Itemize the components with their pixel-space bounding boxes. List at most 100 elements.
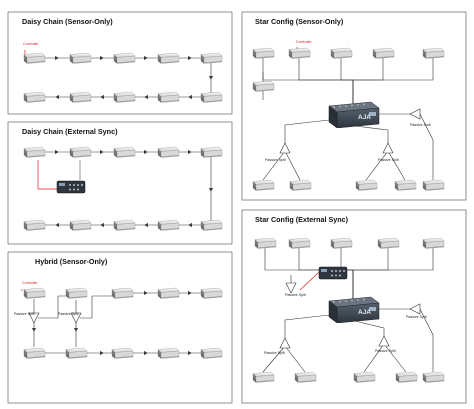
splitter-label-star-2: Passive Split xyxy=(378,158,399,162)
sync-cable xyxy=(352,248,434,299)
camera-sensor-icon xyxy=(157,219,180,231)
arrowhead xyxy=(188,222,192,228)
camera-sensor-icon xyxy=(200,91,223,103)
arrowhead xyxy=(188,55,192,61)
camera-sensor-icon xyxy=(200,287,223,299)
camera-sensor-icon xyxy=(69,219,92,231)
camera-sensor-icon xyxy=(157,347,180,359)
arrowhead xyxy=(144,149,148,155)
arrowhead xyxy=(144,350,148,356)
camera-sensor-icon xyxy=(23,52,46,64)
arrowhead xyxy=(31,328,37,332)
passive-split-triangle-icon xyxy=(382,142,394,154)
sync-cable xyxy=(363,343,385,373)
camera-sensor-icon xyxy=(111,287,134,299)
camera-sensor-icon xyxy=(200,219,223,231)
camera-sensor-icon xyxy=(252,47,275,59)
camera-sensor-icon xyxy=(252,179,275,191)
camera-sensor-icon xyxy=(422,237,445,249)
splitter-label-hybrid-2: Passive Split xyxy=(58,312,79,316)
camera-sensor-icon xyxy=(69,52,92,64)
camera-sensor-icon xyxy=(422,371,445,383)
sync-cable xyxy=(262,150,286,181)
camera-sensor-icon xyxy=(353,371,376,383)
arrowhead xyxy=(100,94,104,100)
arrowhead xyxy=(208,188,214,192)
sync-cable xyxy=(284,150,301,181)
title-star-sensor: Star Config (Sensor-Only) xyxy=(255,17,344,26)
sync-cable xyxy=(383,343,407,373)
aja-distribution-amplifier-icon xyxy=(328,296,380,323)
arrowhead xyxy=(188,94,192,100)
camera-sensor-icon xyxy=(355,179,378,191)
title-daisy-sensor: Daisy Chain (Sensor-Only) xyxy=(22,17,113,26)
aja-distribution-amplifier-icon xyxy=(328,101,380,128)
passive-split-triangle-icon xyxy=(279,142,291,154)
camera-sensor-icon xyxy=(252,371,275,383)
camera-sensor-icon xyxy=(113,52,136,64)
camera-sensor-icon xyxy=(69,146,92,158)
labels-layer: Daisy Chain (Sensor-Only) Controller Dai… xyxy=(14,17,431,355)
camera-sensor-icon xyxy=(113,91,136,103)
camera-sensor-icon xyxy=(330,237,353,249)
camera-sensor-icon xyxy=(157,287,180,299)
splitter-label-star-3: Passive Split xyxy=(410,123,431,127)
splitter-label-starx-2: Passive Split xyxy=(264,351,285,355)
passive-split-triangle-icon xyxy=(409,108,421,120)
sync-cable xyxy=(80,295,112,319)
splitter-label-starx-4: Passive Split xyxy=(406,315,427,319)
camera-sensor-icon xyxy=(23,91,46,103)
passive-split-triangle-icon xyxy=(28,312,40,324)
controller-label-daisy: Controller xyxy=(23,42,39,46)
camera-sensor-icon xyxy=(394,179,417,191)
splitter-label-starx-1: Passive Split xyxy=(285,293,306,297)
camera-sensor-icon xyxy=(200,52,223,64)
arrowhead xyxy=(100,149,104,155)
panel-hybrid xyxy=(7,251,233,404)
camera-sensor-icon xyxy=(200,347,223,359)
arrowhead xyxy=(188,149,192,155)
sync-cable xyxy=(419,113,434,180)
arrowhead xyxy=(144,55,148,61)
hub-logo: AJA xyxy=(358,114,371,121)
arrowhead xyxy=(144,222,148,228)
camera-sensor-icon xyxy=(23,347,46,359)
sync-cable xyxy=(284,314,330,340)
sync-cable xyxy=(284,345,306,373)
camera-sensor-icon xyxy=(69,91,92,103)
camera-sensor-icon xyxy=(111,347,134,359)
hub-logo: AJA xyxy=(358,309,371,316)
splitter-label-starx-3: Passive Split xyxy=(375,349,396,353)
controller-wire xyxy=(37,160,58,190)
arrowhead xyxy=(55,94,59,100)
camera-sensor-icon xyxy=(157,52,180,64)
passive-split-triangle-icon xyxy=(70,312,82,324)
splitter-label-star-1: Passive Split xyxy=(265,158,286,162)
camera-sensor-icon xyxy=(288,47,311,59)
arrowhead xyxy=(100,350,104,356)
sync-cable xyxy=(284,119,330,145)
arrowhead xyxy=(55,149,59,155)
arrowhead xyxy=(100,222,104,228)
passive-split-triangle-icon xyxy=(378,335,390,347)
sync-cable xyxy=(354,320,385,338)
arrowhead xyxy=(55,222,59,228)
arrowhead xyxy=(55,55,59,61)
camera-sensor-icon xyxy=(157,146,180,158)
devices-layer: AJA AJA xyxy=(23,47,445,383)
camera-sensor-icon xyxy=(288,237,311,249)
arrowhead xyxy=(100,55,104,61)
passive-split-triangle-icon xyxy=(279,337,291,349)
splitter-label-hybrid-1: Passive Split xyxy=(14,312,35,316)
camera-sensor-icon xyxy=(395,371,418,383)
camera-sensor-icon xyxy=(23,219,46,231)
controller-label-hybrid: Controller xyxy=(22,281,38,285)
camera-sensor-icon xyxy=(113,219,136,231)
sync-cable xyxy=(262,345,286,373)
sync-generator-box-icon xyxy=(56,180,86,194)
camera-sensor-icon xyxy=(113,146,136,158)
camera-sensor-icon xyxy=(157,91,180,103)
title-daisy-external: Daisy Chain (External Sync) xyxy=(22,127,118,136)
passive-split-triangle-icon xyxy=(285,282,297,294)
